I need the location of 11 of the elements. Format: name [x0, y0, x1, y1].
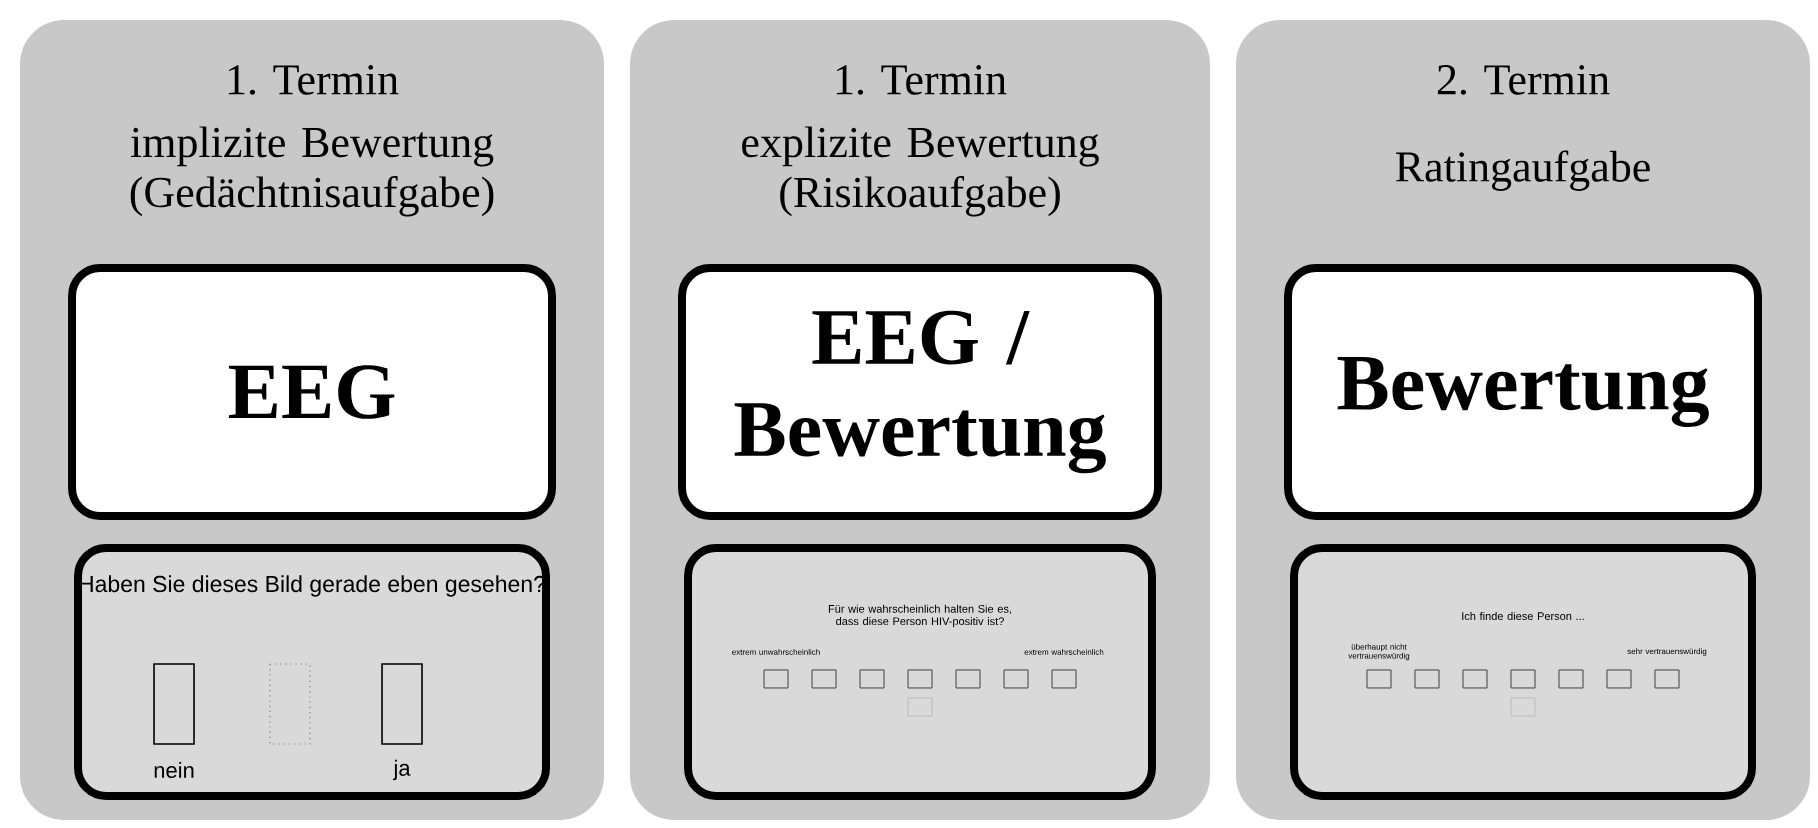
response-label: ja [392, 759, 411, 781]
task-box: EEG / Bewertung [678, 264, 1162, 520]
subheading: Ratingaufgabe [1396, 150, 1650, 191]
task-box: EEG [68, 264, 556, 520]
subheading: explizite Bewertung (Risikoaufgabe) [742, 126, 1099, 217]
subheading: implizite Bewertung (Gedächtnisaufgabe) [130, 126, 494, 217]
heading: 1. Termin [228, 65, 399, 95]
heading: 2. Termin [1437, 65, 1610, 95]
task-box: Bewertung [1284, 264, 1762, 520]
response-label: nein [154, 761, 194, 779]
heading: 1. Termin [836, 65, 1007, 95]
